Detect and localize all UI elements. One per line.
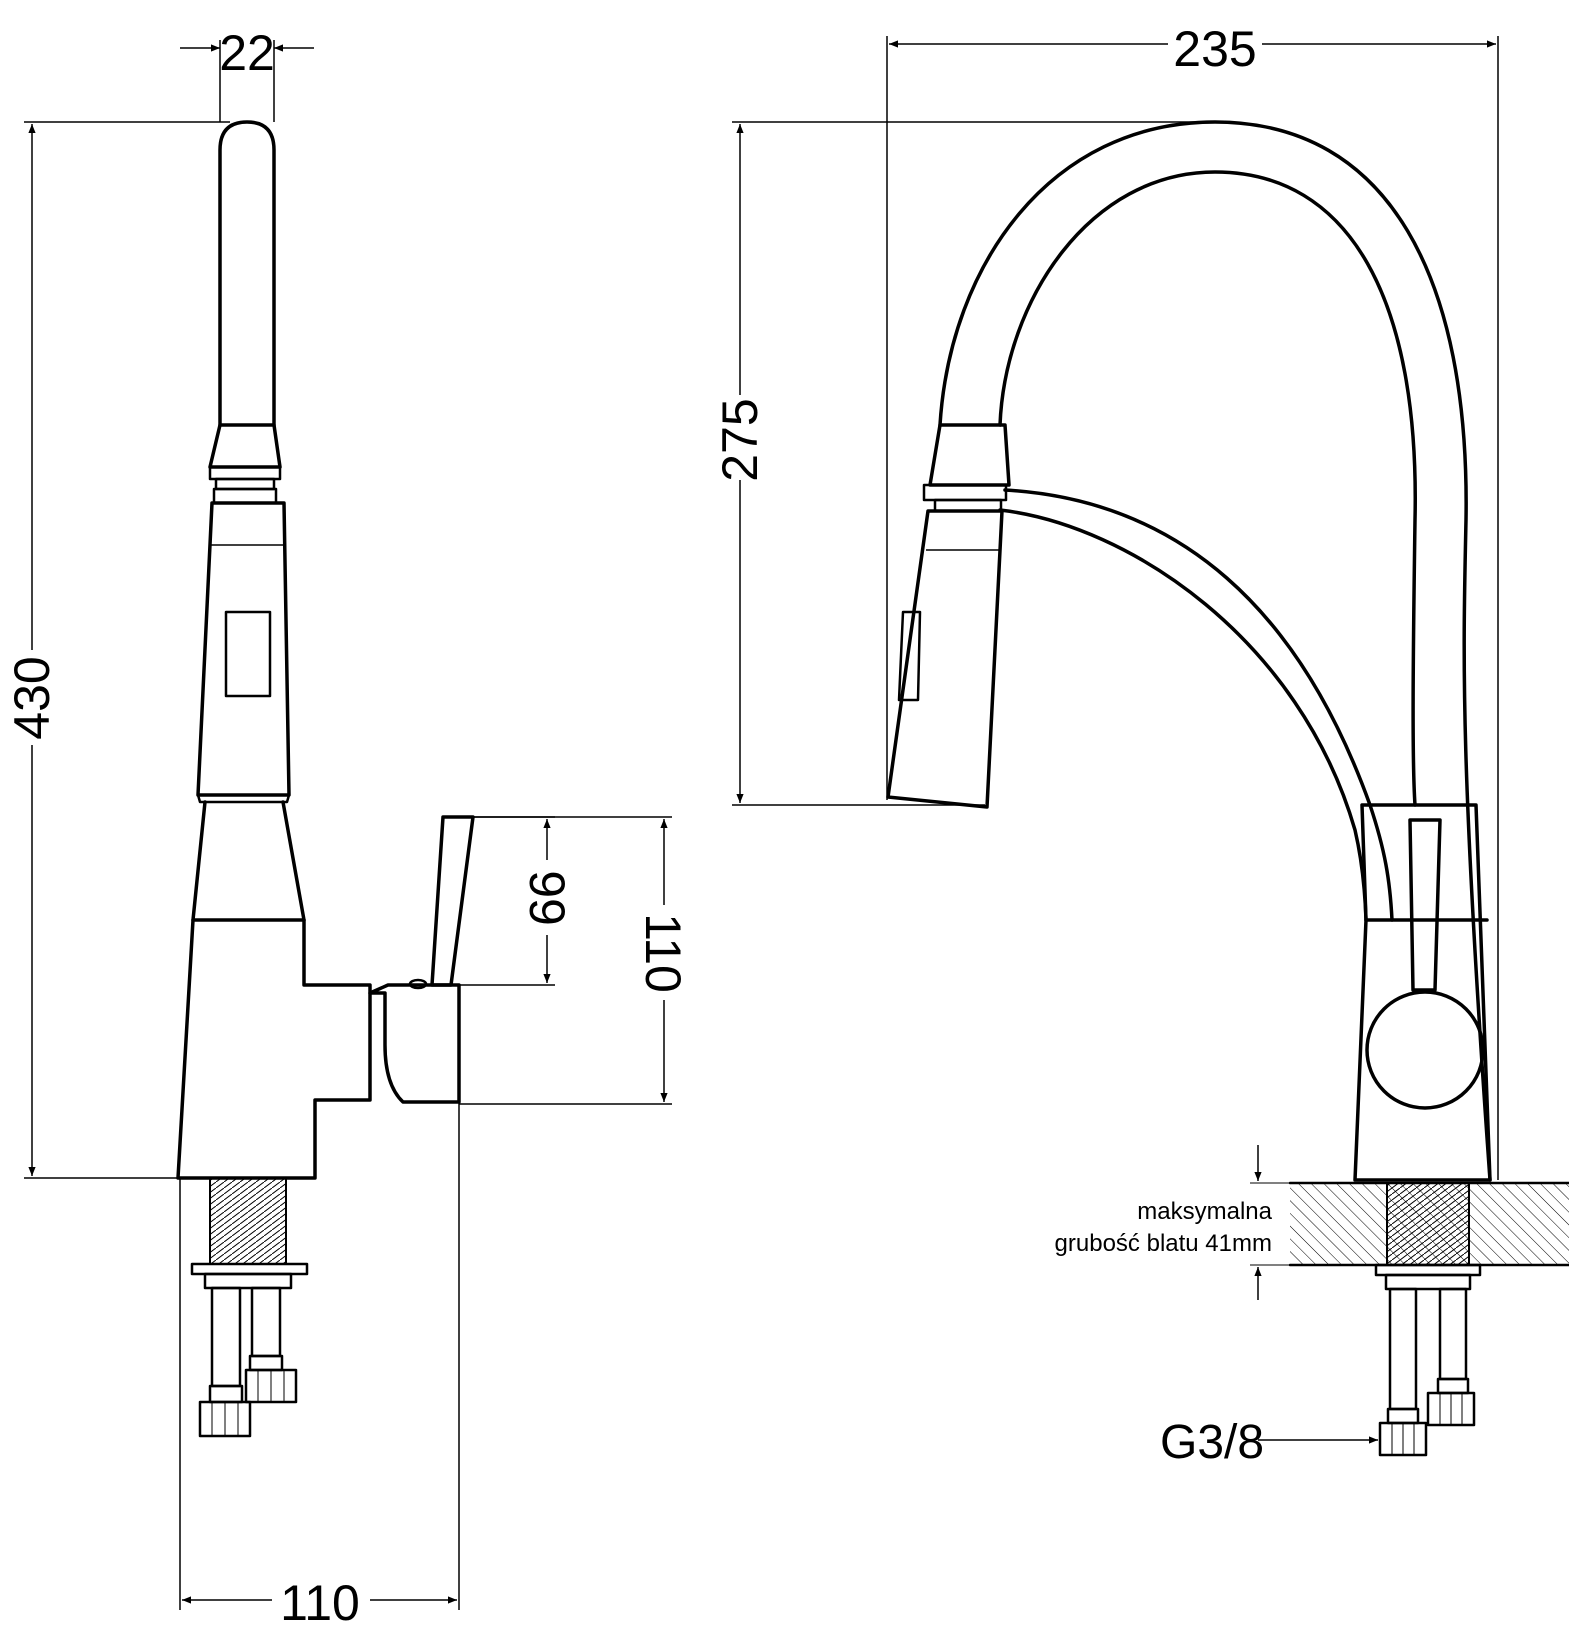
dim-body-height: 110 [635,913,691,993]
dim-base-depth: 110 [280,1575,360,1631]
dim-spout-width: 22 [219,25,275,81]
countertop-note-line1: maksymalna [1137,1198,1272,1225]
front-view-dimensions: 235 275 maksymalna grubość blatu 41mm G3… [712,21,1499,1469]
dim-reach: 235 [1173,21,1256,77]
dim-handle-height: 99 [519,870,575,926]
side-view [176,120,475,1438]
front-view [886,120,1569,1457]
dim-total-height: 430 [4,656,60,739]
dim-spout-height: 275 [712,398,768,481]
side-view-dimensions: 22 430 99 110 110 [4,25,691,1631]
connection-size-label: G3/8 [1160,1416,1264,1469]
countertop-note-line2: grubość blatu 41mm [1055,1230,1272,1257]
